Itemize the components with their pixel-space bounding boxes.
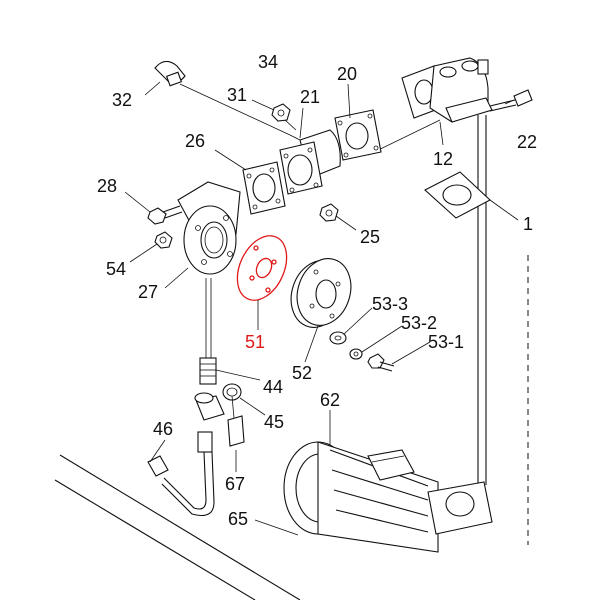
label-46: 46 [153, 419, 173, 439]
label-44: 44 [263, 377, 283, 397]
part-25-nut [319, 203, 339, 222]
part-27-flange-body [177, 181, 241, 360]
label-20: 20 [337, 64, 357, 84]
label-65: 65 [228, 509, 248, 529]
part-21-flange [279, 129, 341, 195]
label-32: 32 [112, 90, 132, 110]
part-44-nipple [199, 357, 217, 385]
label-53-3: 53-3 [372, 294, 408, 314]
part-45-elbow [194, 383, 242, 421]
part-51-gasket-highlighted[interactable] [228, 228, 297, 308]
label-28: 28 [97, 176, 117, 196]
part-31-nut [271, 103, 297, 131]
label-53-2: 53-2 [401, 313, 437, 333]
leader-lines [124, 81, 515, 536]
part-20-gasket [334, 109, 382, 161]
label-25: 25 [360, 227, 380, 247]
part-26-gasket [242, 161, 286, 215]
label-45: 45 [264, 412, 284, 432]
label-27: 27 [138, 282, 158, 302]
part-52-flange [290, 258, 352, 328]
part-28-bolt [147, 205, 183, 225]
label-31: 31 [227, 85, 247, 105]
label-52: 52 [292, 363, 312, 383]
label-67: 67 [225, 474, 245, 494]
part-54-nut [154, 231, 173, 249]
label-62: 62 [320, 390, 340, 410]
label-54: 54 [106, 259, 126, 279]
label-51[interactable]: 51 [245, 332, 265, 352]
part-labels: 32 34 31 21 20 22 12 1 26 28 25 54 27 51… [97, 52, 537, 529]
part-12-housing [401, 57, 493, 123]
label-53-1: 53-1 [428, 332, 464, 352]
part-46-pipe [147, 431, 215, 517]
label-34: 34 [258, 52, 278, 72]
label-21: 21 [300, 87, 320, 107]
connector-32-21 [289, 134, 301, 141]
part-22-bolt [489, 89, 533, 112]
label-22: 22 [517, 132, 537, 152]
label-26: 26 [185, 131, 205, 151]
part-1-gasket [424, 171, 519, 221]
part-67-tag [227, 395, 245, 447]
part-53-1-bolt [367, 353, 395, 372]
part-53-2-washer [349, 348, 363, 360]
part-62-motor [283, 441, 493, 553]
base-rail [54, 454, 301, 600]
label-12: 12 [433, 149, 453, 169]
part-53-3-washer [329, 331, 347, 345]
part-32-elbow [154, 60, 291, 136]
label-1: 1 [523, 214, 533, 234]
